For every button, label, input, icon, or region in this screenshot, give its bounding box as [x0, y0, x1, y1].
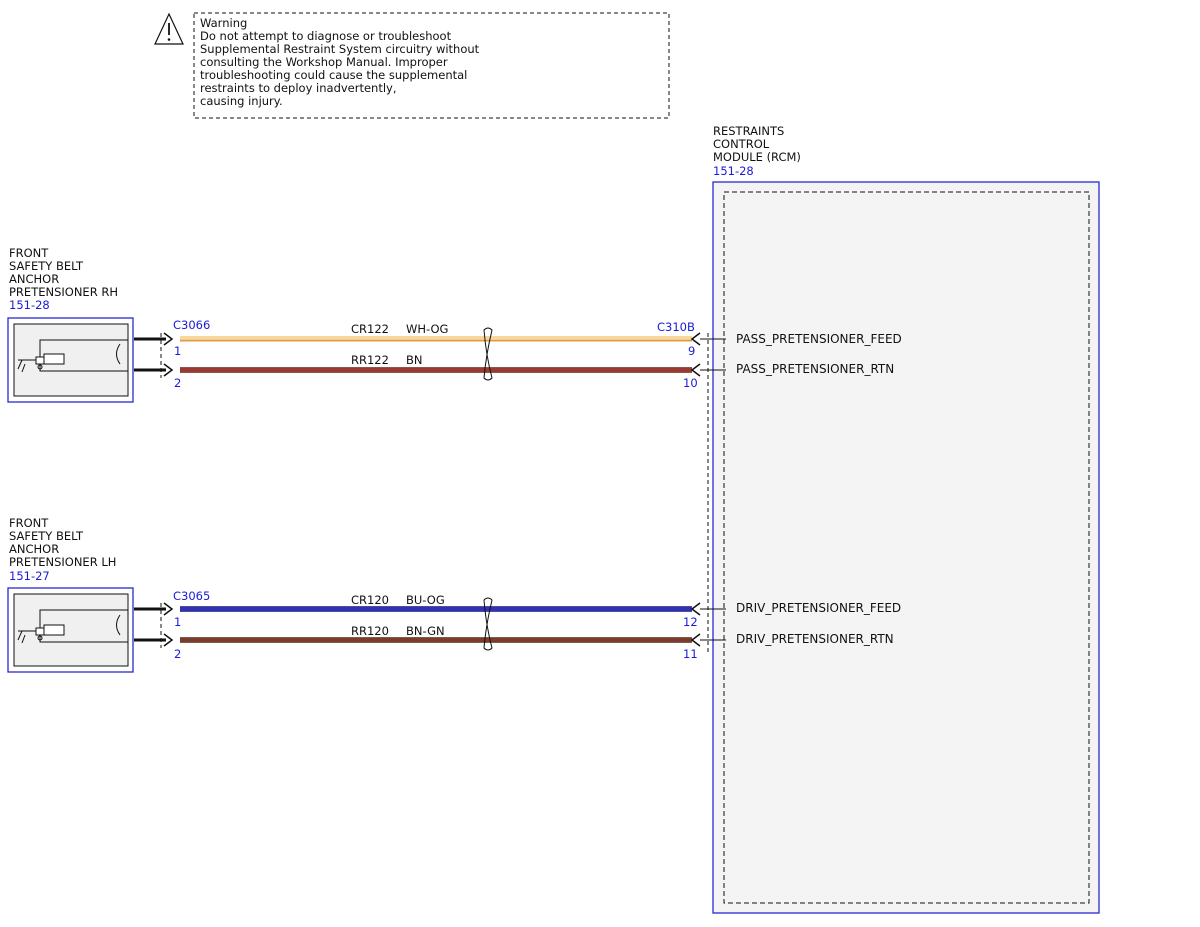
warning-triangle-icon [154, 12, 184, 45]
warning-box [193, 12, 670, 119]
warning-text-title: Warning [200, 16, 247, 30]
rh-reference-link[interactable]: 151-28 [9, 298, 50, 312]
wire-color-bn: BN [406, 353, 423, 367]
pin-label: 1 [174, 615, 181, 629]
connector-c3066-label[interactable]: C3066 [173, 318, 210, 332]
rcm-title-line: CONTROL [713, 137, 770, 151]
pretensioner-icon [17, 339, 128, 373]
twisted-pair-marker [483, 327, 493, 381]
warning-note: Warning Do not attempt to diagnose or tr… [154, 12, 670, 119]
component-pretensioner-rh: FRONT SAFETY BELT ANCHOR PRETENSIONER RH… [7, 246, 134, 403]
lh-reference-link[interactable]: 151-27 [9, 569, 50, 583]
rh-title-line: FRONT [9, 246, 49, 260]
rcm-title-line: MODULE (RCM) [713, 150, 801, 164]
connector-c310b-label[interactable]: C310B [657, 320, 695, 334]
pin-label: 2 [174, 647, 181, 661]
pin-label: 9 [688, 344, 695, 358]
circuit-label-cr120: CR120 [351, 593, 389, 607]
warning-text-line: causing injury. [200, 94, 283, 108]
rcm-outline [712, 181, 1100, 914]
pin-label: 10 [683, 376, 698, 390]
lh-title-line: FRONT [9, 516, 49, 530]
pin-label: 11 [683, 647, 698, 661]
rcm-module: RESTRAINTS CONTROL MODULE (RCM) 151-28 C… [657, 124, 1100, 914]
rh-title-line: SAFETY BELT [9, 259, 84, 273]
connector-c3065-label[interactable]: C3065 [173, 589, 210, 603]
rcm-reference-link[interactable]: 151-28 [713, 164, 754, 178]
circuit-label-cr122: CR122 [351, 322, 389, 336]
circuit-label-rr120: RR120 [351, 624, 389, 638]
wire-rr122[interactable] [134, 363, 726, 377]
warning-text-line: Supplemental Restraint System circuitry … [200, 42, 480, 56]
lh-title-line: SAFETY BELT [9, 529, 84, 543]
circuit-label-rr122: RR122 [351, 353, 389, 367]
pin-label: 12 [683, 615, 698, 629]
lh-title-line: ANCHOR [9, 542, 59, 556]
signal-driv-pretensioner-feed: DRIV_PRETENSIONER_FEED [736, 601, 901, 615]
pin-label: 1 [174, 344, 181, 358]
rcm-title-line: RESTRAINTS [713, 124, 784, 138]
warning-text-line: consulting the Workshop Manual. Improper [200, 55, 448, 69]
signal-pass-pretensioner-rtn: PASS_PRETENSIONER_RTN [736, 362, 894, 376]
lh-body [13, 593, 129, 667]
wire-color-wh-og: WH-OG [406, 322, 448, 336]
lh-title-line: PRETENSIONER LH [9, 555, 116, 569]
component-pretensioner-lh: FRONT SAFETY BELT ANCHOR PRETENSIONER LH… [7, 516, 134, 673]
wire-color-bu-og: BU-OG [406, 593, 445, 607]
warning-text-line: troubleshooting could cause the suppleme… [200, 68, 467, 82]
wire-rr120[interactable] [134, 633, 726, 647]
rh-title-line: PRETENSIONER RH [9, 285, 118, 299]
warning-text-line: Do not attempt to diagnose or troublesho… [200, 29, 452, 43]
wire-cr120[interactable] [134, 602, 726, 616]
pin-label: 2 [174, 376, 181, 390]
rcm-inner-boundary [723, 191, 1090, 904]
wire-color-bn-gn: BN-GN [406, 624, 445, 638]
warning-text-line: restraints to deploy inadvertently, [200, 81, 397, 95]
pretensioner-icon [17, 609, 128, 644]
signal-driv-pretensioner-rtn: DRIV_PRETENSIONER_RTN [736, 632, 894, 646]
wire-cr122[interactable] [134, 332, 726, 346]
signal-pass-pretensioner-feed: PASS_PRETENSIONER_FEED [736, 332, 902, 346]
rh-title-line: ANCHOR [9, 272, 59, 286]
lh-outline [7, 587, 134, 673]
rh-outline [7, 317, 134, 403]
twisted-pair-marker [483, 597, 493, 651]
